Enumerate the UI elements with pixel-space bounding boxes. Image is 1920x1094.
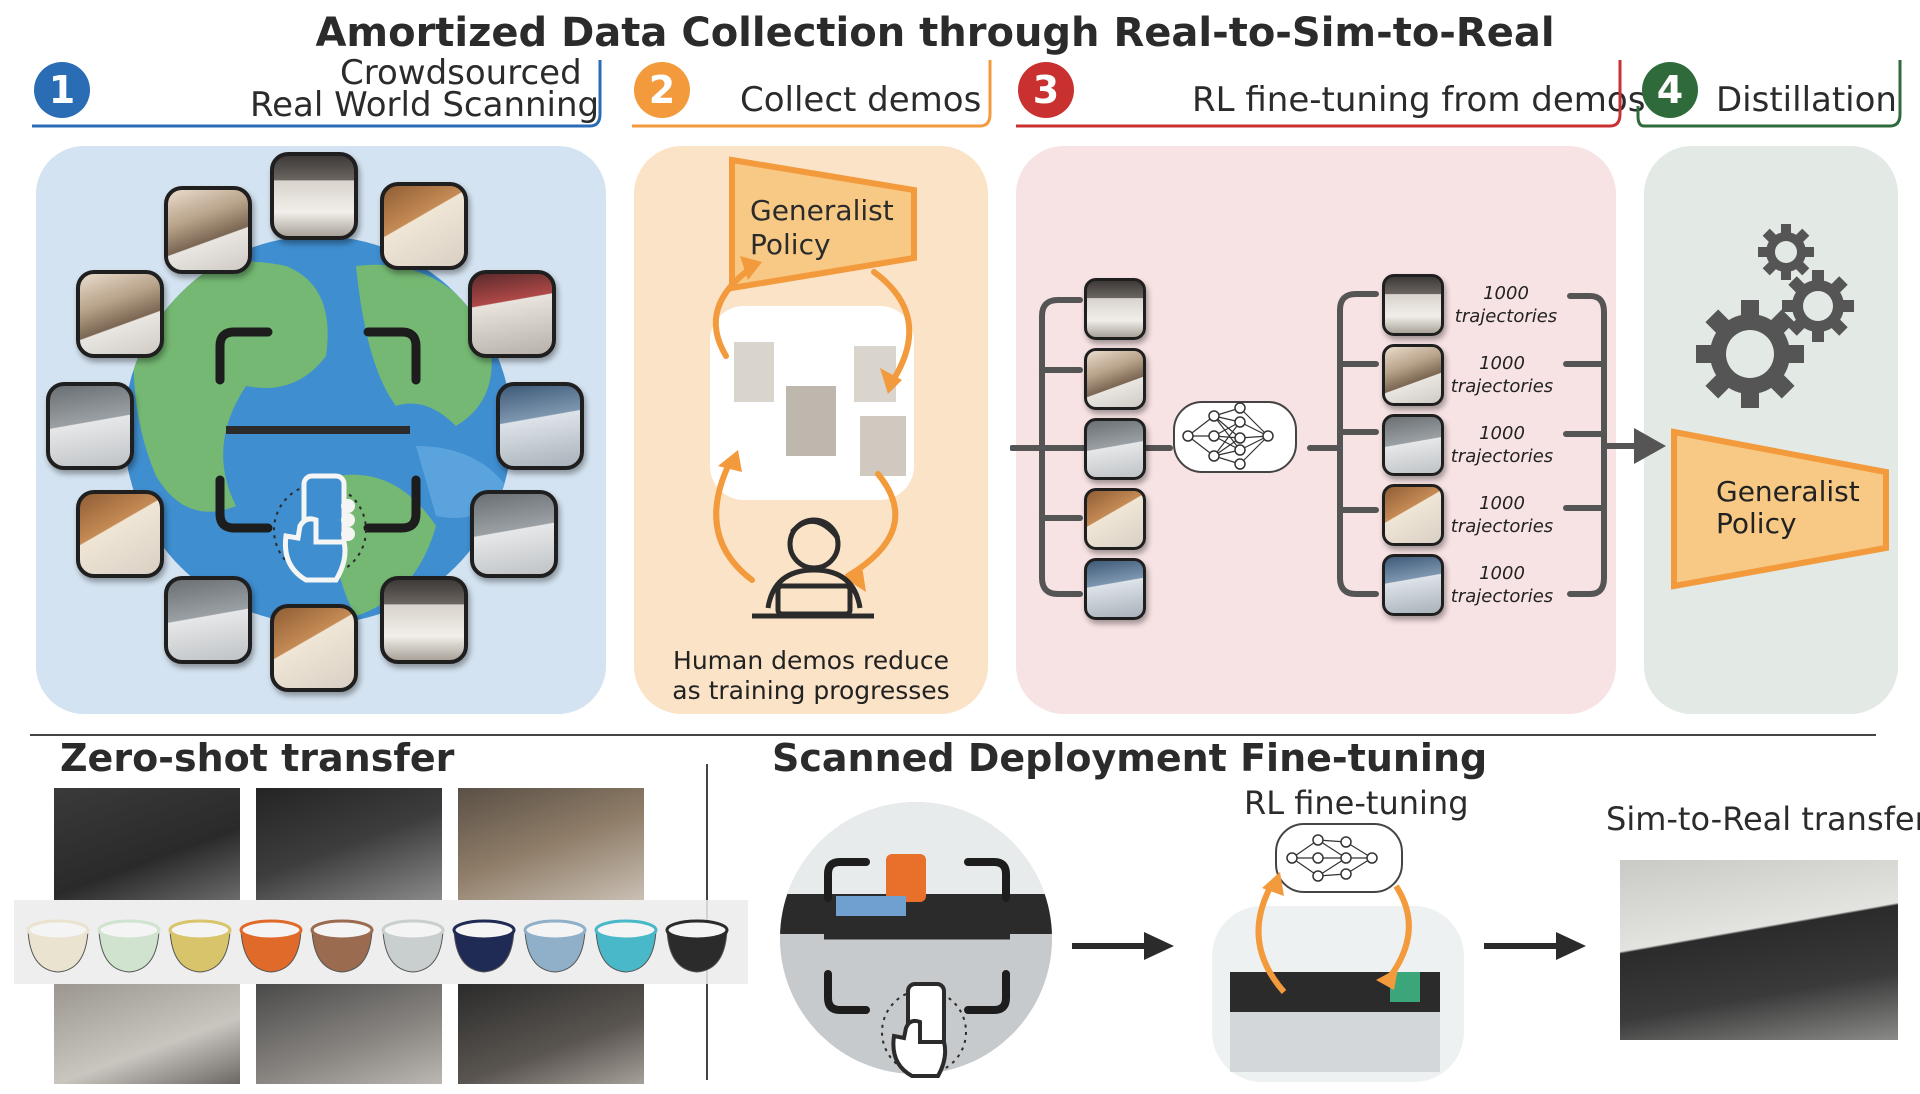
object-item <box>665 919 729 973</box>
env-thumbnail <box>1382 484 1444 546</box>
trajectory-number: 1000 <box>1479 563 1525 584</box>
globe-illustration <box>124 236 512 624</box>
zero-shot-photo <box>458 984 644 1084</box>
scan-thumbnail <box>380 576 468 664</box>
trajectory-unit: trajectories <box>1450 586 1554 607</box>
step-1-label-line1: Crowdsourced <box>340 53 582 93</box>
flow-arrow <box>1484 932 1586 960</box>
zero-shot-photo <box>458 788 644 900</box>
env-thumbnail <box>1382 554 1444 616</box>
distillation-illustration <box>1602 224 1889 590</box>
object-item <box>452 919 516 973</box>
object-item <box>239 919 303 973</box>
zero-shot-photo <box>54 984 240 1084</box>
policy-label-line2: Policy <box>750 228 831 261</box>
flow-arrow <box>1072 932 1174 960</box>
step-3-badge: 3 <box>1018 62 1074 118</box>
scan-thumbnail <box>270 152 358 240</box>
object-item <box>523 919 587 973</box>
object-item <box>594 919 658 973</box>
trajectory-number: 1000 <box>1483 283 1529 304</box>
scan-thumbnail <box>76 490 164 578</box>
env-thumbnail <box>1084 278 1146 340</box>
step-1-badge: 1 <box>34 62 90 118</box>
step-3-label: RL fine-tuning from demos <box>1192 80 1646 120</box>
human-demos-caption-line1: Human demos reduce <box>673 646 949 675</box>
scan-thumbnail <box>270 604 358 692</box>
scan-thumbnail <box>470 490 558 578</box>
step-4-underline <box>1636 60 1902 128</box>
env-thumbnail <box>1084 558 1146 620</box>
object-item <box>97 919 161 973</box>
trajectory-unit: trajectories <box>1454 306 1558 327</box>
step-4-badge: 4 <box>1642 62 1698 118</box>
trajectory-number: 1000 <box>1479 493 1525 514</box>
step-2-underline <box>632 60 992 128</box>
step-3-underline <box>1016 60 1622 128</box>
object-item <box>381 919 445 973</box>
trajectory-number: 1000 <box>1479 353 1525 374</box>
trajectory-number: 1000 <box>1479 423 1525 444</box>
step-4-label: Distillation <box>1716 80 1897 120</box>
zero-shot-photo <box>54 788 240 900</box>
step-1-underline <box>32 60 602 128</box>
distilled-policy-line2: Policy <box>1716 507 1797 540</box>
objects-row <box>26 919 729 973</box>
trajectory-unit: trajectories <box>1450 446 1554 467</box>
scan-thumbnail <box>468 270 556 358</box>
env-thumbnail <box>1382 344 1444 406</box>
env-thumbnail <box>1382 274 1444 336</box>
scan-thumbnail <box>496 382 584 470</box>
sim-to-real-label: Sim-to-Real transfer <box>1606 800 1920 838</box>
scan-thumbnail <box>380 182 468 270</box>
scan-thumbnail <box>76 270 164 358</box>
scan-thumbnail <box>46 382 134 470</box>
env-thumbnail <box>1084 348 1146 410</box>
step-1-label-line2: Real World Scanning <box>250 85 600 125</box>
scanned-finetune-title: Scanned Deployment Fine-tuning <box>772 736 1488 780</box>
scanned-kitchen-illustration <box>780 802 1052 1078</box>
demos-illustration <box>710 156 917 619</box>
object-item <box>26 919 90 973</box>
section-divider <box>30 734 1876 736</box>
step-2-badge: 2 <box>634 62 690 118</box>
rl-finetune-illustration <box>1212 823 1464 1082</box>
scan-thumbnail <box>164 576 252 664</box>
scan-thumbnail <box>164 186 252 274</box>
page-title: Amortized Data Collection through Real-t… <box>315 10 1555 56</box>
step-2-label: Collect demos <box>740 80 982 120</box>
policy-label-line1: Generalist <box>750 194 894 227</box>
rl-finetune-label: RL fine-tuning <box>1244 784 1469 822</box>
object-item <box>168 919 232 973</box>
sim-to-real-photo <box>1620 860 1898 1040</box>
trajectory-unit: trajectories <box>1450 516 1554 537</box>
env-thumbnail <box>1084 488 1146 550</box>
zero-shot-photo <box>256 984 442 1084</box>
env-thumbnail <box>1084 418 1146 480</box>
zero-shot-photo <box>256 788 442 900</box>
trajectory-unit: trajectories <box>1450 376 1554 397</box>
object-item <box>310 919 374 973</box>
env-thumbnail <box>1382 414 1444 476</box>
zero-shot-title: Zero-shot transfer <box>60 736 455 780</box>
human-demos-caption-line2: as training progresses <box>672 676 950 705</box>
distilled-policy-line1: Generalist <box>1716 475 1860 508</box>
